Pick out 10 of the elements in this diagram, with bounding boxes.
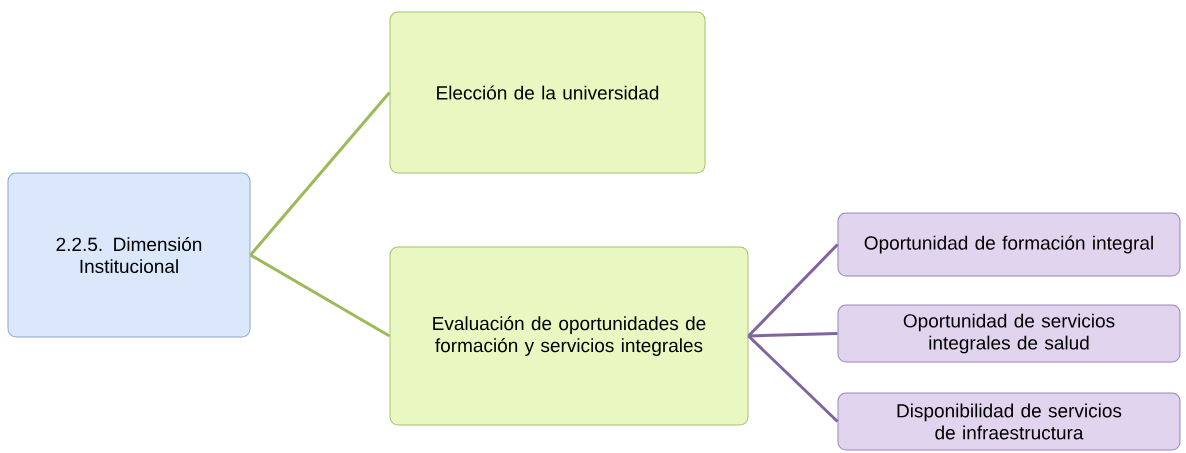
category-box: 2.2.5. Dimensión Institucional — [7, 172, 251, 338]
item-box: Oportunidad de servicios integrales de salud — [837, 304, 1181, 363]
connector-line — [748, 332, 838, 338]
item-box: Disponibilidad de servicios de infraestructura — [837, 392, 1181, 451]
connector-line — [249, 253, 391, 338]
process-box: Evaluación de oportunidades de formación y servicios integrales — [389, 246, 749, 426]
process-box: Elección de la universidad — [389, 11, 706, 174]
connector-line — [249, 91, 391, 256]
item-box: Oportunidad de formación integral — [837, 212, 1181, 277]
connector-line — [747, 334, 839, 423]
